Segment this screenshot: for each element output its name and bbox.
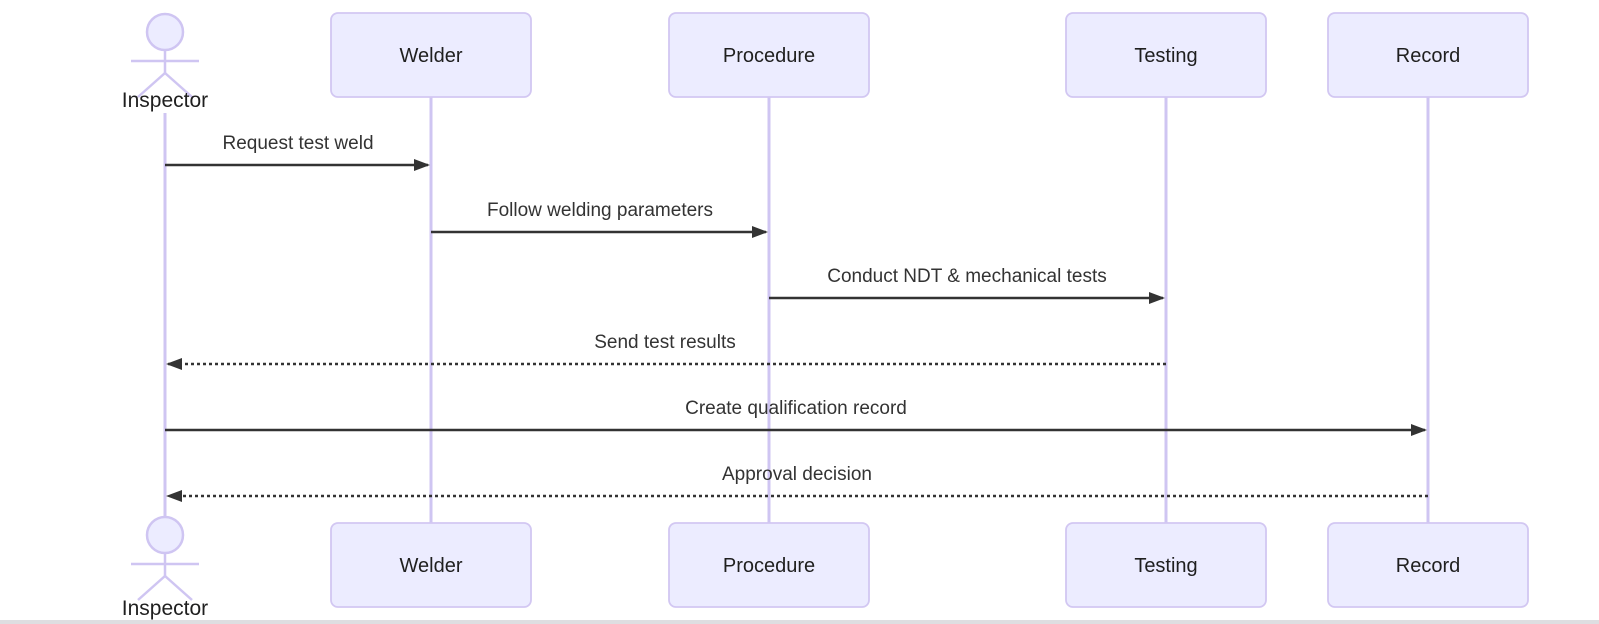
message-label-request-test-weld: Request test weld bbox=[222, 133, 373, 154]
participant-box-record-top bbox=[1327, 12, 1529, 98]
messages: Request test weld Follow welding paramet… bbox=[165, 133, 1428, 502]
message-label-conduct-ndt-tests: Conduct NDT & mechanical tests bbox=[827, 266, 1107, 287]
actor-head-icon bbox=[145, 515, 185, 555]
message-label-create-qualification-record: Create qualification record bbox=[685, 398, 907, 419]
participant-label-testing-bottom: Testing bbox=[1134, 555, 1197, 577]
lifelines bbox=[163, 97, 1430, 523]
participant-box-testing-top bbox=[1065, 12, 1267, 98]
actor-leg-line bbox=[164, 72, 193, 98]
participant-label-testing-top: Testing bbox=[1134, 45, 1197, 67]
actor-label-inspector: Inspector bbox=[122, 89, 208, 112]
actor-leg-line bbox=[137, 575, 166, 601]
participant-box-procedure-top bbox=[668, 12, 870, 98]
message-label-approval-decision: Approval decision bbox=[722, 464, 872, 485]
participant-label-procedure-top: Procedure bbox=[723, 45, 815, 67]
actor-leg-line bbox=[164, 575, 193, 601]
actor-top-inspector: Inspector bbox=[122, 12, 208, 112]
actor-label-inspector-bottom: Inspector bbox=[122, 597, 208, 620]
participant-label-record-top: Record bbox=[1396, 45, 1460, 67]
participant-label-record-bottom: Record bbox=[1396, 555, 1460, 577]
message-label-send-test-results: Send test results bbox=[594, 332, 736, 353]
message-label-follow-welding-parameters: Follow welding parameters bbox=[487, 200, 713, 221]
participant-box-record-bottom bbox=[1327, 522, 1529, 608]
participant-box-welder-bottom bbox=[330, 522, 532, 608]
participant-label-procedure-bottom: Procedure bbox=[723, 555, 815, 577]
actor-icon bbox=[131, 12, 199, 98]
participant-box-welder-top bbox=[330, 12, 532, 98]
participants-top: Welder Procedure Testing Record bbox=[330, 12, 1529, 98]
participant-box-procedure-bottom bbox=[668, 522, 870, 608]
participant-label-welder-bottom: Welder bbox=[400, 555, 463, 577]
participant-label-welder-top: Welder bbox=[400, 45, 463, 67]
actor-bottom-inspector: Inspector bbox=[122, 515, 208, 620]
participant-box-testing-bottom bbox=[1065, 522, 1267, 608]
actor-head-icon bbox=[145, 12, 185, 52]
bottom-edge-strip bbox=[0, 620, 1599, 624]
actor-leg-line bbox=[137, 72, 166, 98]
participants-bottom: Welder Procedure Testing Record bbox=[330, 522, 1529, 608]
actor-icon bbox=[131, 515, 199, 601]
